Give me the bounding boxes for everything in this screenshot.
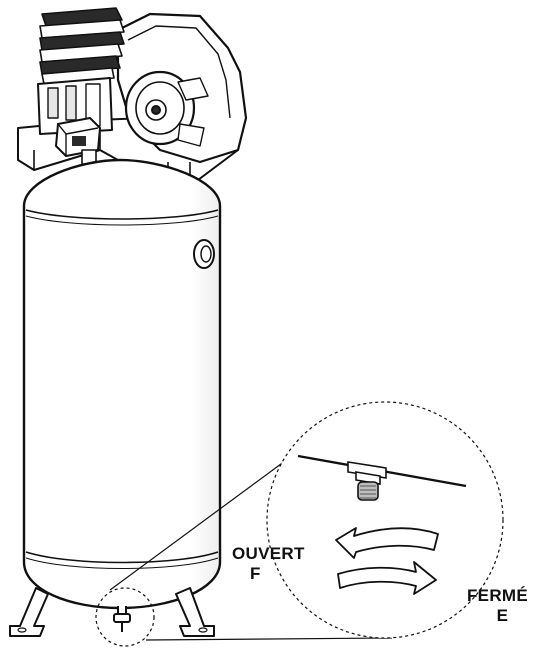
- pump-assembly: [17, 7, 248, 189]
- close-label: FERMÉ E: [467, 586, 528, 625]
- tank: [22, 158, 222, 610]
- open-arrow-icon: [335, 527, 439, 559]
- drain-callout-small: [95, 587, 155, 647]
- open-label: OUVERT F: [232, 544, 305, 583]
- drain-valve-icon: [347, 461, 387, 501]
- tank-feet: [9, 587, 215, 637]
- drain-valve-detail: [297, 454, 467, 501]
- close-arrow-icon: [337, 561, 437, 595]
- cylinder-fins-icon: [39, 7, 125, 85]
- tank-port-fitting: [193, 239, 215, 269]
